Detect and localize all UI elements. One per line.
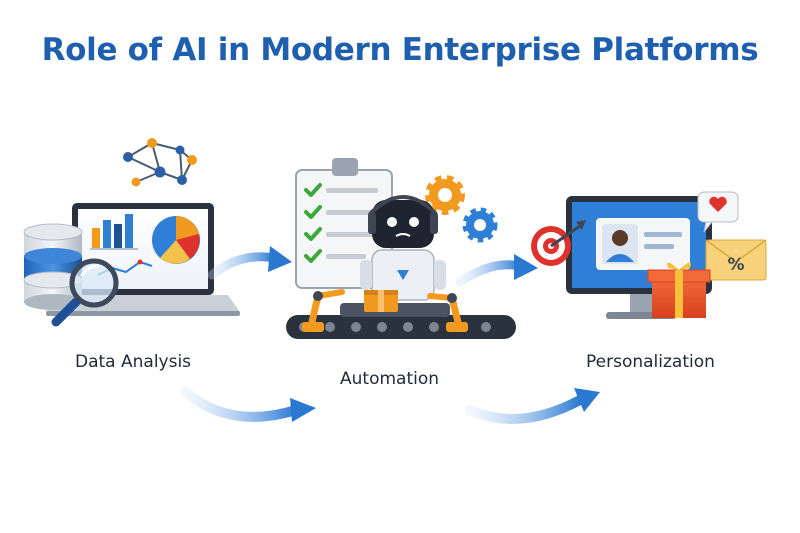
bar-chart-icon — [90, 214, 153, 276]
arrow-icon — [207, 246, 292, 280]
arrow-icon — [455, 254, 538, 287]
robot-icon — [360, 195, 446, 301]
conveyor-belt-icon — [286, 303, 516, 339]
gift-icon — [647, 262, 711, 318]
discount-envelope-icon: % — [705, 239, 767, 281]
clipboard-checklist-icon — [295, 158, 393, 289]
target-icon — [531, 220, 586, 266]
heart-bubble-icon — [697, 191, 739, 233]
database-icon — [23, 223, 83, 310]
arrow-icon — [465, 388, 600, 424]
magnifier-icon — [51, 258, 119, 327]
user-profile-icon — [596, 218, 690, 270]
page-title: Role of AI in Modern Enterprise Platform… — [41, 32, 759, 68]
arrow-icon — [181, 387, 316, 422]
stage-label-personalization: Personalization — [586, 352, 715, 372]
stage-label-automation: Automation — [340, 369, 440, 389]
network-icon — [123, 138, 197, 187]
svg-text:%: % — [727, 255, 744, 275]
robotic-arm-icon — [302, 289, 468, 332]
stage-label-data-analysis: Data Analysis — [75, 352, 192, 372]
gears-icon — [425, 175, 498, 243]
package-icon — [364, 290, 398, 312]
pie-chart-icon — [152, 216, 200, 264]
